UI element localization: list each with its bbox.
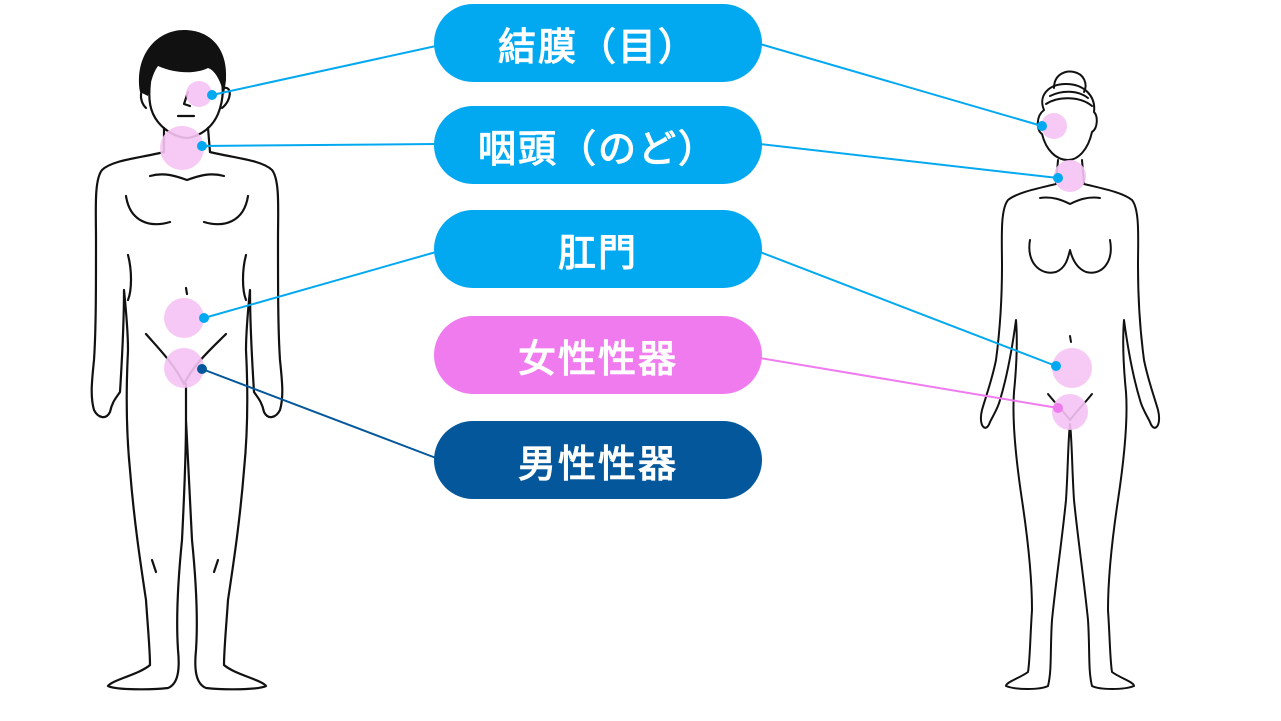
connector-pharynx-female — [759, 143, 1059, 179]
label-pharynx: 咽頭（のど） — [434, 106, 762, 184]
male-ear-left — [139, 86, 150, 110]
endpoint-dots — [197, 90, 1063, 413]
male-hair — [139, 30, 227, 96]
dot-conjunctiva-female — [1037, 121, 1047, 131]
female-navel — [1069, 335, 1072, 343]
dot-female-genitals — [1053, 403, 1063, 413]
male-navel — [184, 286, 189, 296]
male-eye-spot — [186, 81, 212, 107]
male-knees — [150, 558, 220, 574]
female-head — [1036, 83, 1098, 161]
female-collarbone — [1039, 196, 1101, 205]
male-figure — [90, 30, 284, 691]
male-body-outline — [90, 150, 284, 691]
dot-male-genitals — [197, 364, 207, 374]
label-female-genitals: 女性性器 — [434, 316, 762, 394]
connector-conjunctiva-male — [211, 45, 437, 96]
female-genital-spot — [1052, 394, 1088, 430]
female-eye-spot — [1041, 113, 1067, 139]
female-hair-bun — [1053, 70, 1087, 93]
dot-pharynx-male — [197, 141, 207, 151]
connector-lines — [201, 43, 1059, 459]
connector-anus-male — [203, 251, 437, 319]
connector-conjunctiva-female — [759, 43, 1043, 127]
male-anus-spot — [164, 298, 204, 338]
label-male-genitals: 男性性器 — [434, 421, 762, 499]
dot-conjunctiva-male — [207, 90, 217, 100]
female-anus-spot — [1052, 348, 1092, 388]
female-chest — [1028, 239, 1112, 274]
connector-male-genitals — [201, 368, 437, 459]
label-anus: 肛門 — [434, 210, 762, 288]
connector-female-genitals — [759, 357, 1059, 409]
male-chest — [124, 194, 250, 302]
female-hair-lines — [1045, 90, 1093, 107]
connector-pharynx-male — [201, 143, 437, 147]
female-throat-spot — [1054, 160, 1086, 192]
male-genital-spot — [164, 348, 204, 388]
dot-anus-male — [199, 313, 209, 323]
male-throat-spot — [160, 126, 204, 170]
label-conjunctiva: 結膜（目） — [434, 4, 762, 82]
connector-anus-female — [759, 251, 1057, 367]
dot-pharynx-female — [1053, 173, 1063, 183]
male-ear-right — [220, 86, 231, 110]
highlight-spots — [160, 81, 1092, 430]
dot-anus-female — [1051, 361, 1061, 371]
male-collarbone — [148, 173, 226, 182]
